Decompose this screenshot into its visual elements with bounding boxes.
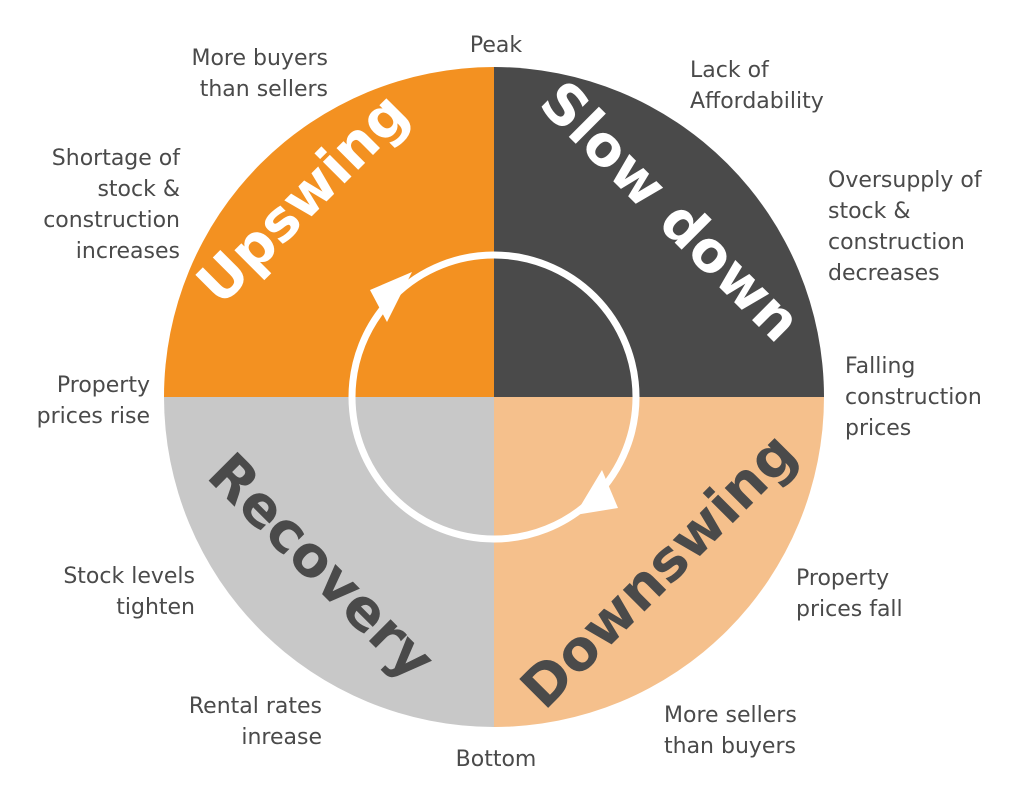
note-prices-rise: Property prices rise: [37, 373, 150, 429]
note-shortage-of-stock: Shortage of stock & construction increases: [43, 146, 181, 264]
note-stock-levels-tighten: Stock levels tighten: [63, 564, 195, 620]
bottom-label: Bottom: [456, 747, 537, 772]
note-line: construction: [43, 208, 180, 233]
cycle-arrow-head-lower: [575, 470, 618, 515]
note-lack-of-affordability: Lack of Affordability: [690, 58, 824, 114]
note-line: Property: [57, 373, 150, 398]
upswing-quadrant: [164, 67, 494, 397]
cycle-arrow-head-upper: [370, 272, 412, 322]
recovery-quadrant: [164, 397, 494, 727]
note-line: prices fall: [796, 597, 903, 622]
note-line: prices: [845, 416, 911, 441]
note-line: increases: [76, 239, 180, 264]
note-line: Property: [796, 566, 889, 591]
note-line: Affordability: [690, 89, 824, 114]
note-line: Shortage of: [52, 146, 181, 171]
note-line: stock &: [97, 177, 180, 202]
note-prices-fall: Property prices fall: [796, 566, 903, 622]
note-line: Stock levels: [63, 564, 195, 589]
cycle-ring: [348, 251, 640, 543]
note-oversupply-of-stock: Oversupply of stock & construction decrease…: [828, 168, 983, 286]
note-line: construction: [845, 385, 982, 410]
note-line: than buyers: [664, 734, 796, 759]
note-rental-rates: Rental rates inrease: [189, 694, 322, 750]
slowdown-quadrant: [494, 67, 824, 397]
note-more-buyers: More buyers than sellers: [191, 46, 328, 102]
note-line: prices rise: [37, 404, 150, 429]
note-line: stock &: [828, 199, 911, 224]
note-line: Rental rates: [189, 694, 322, 719]
note-more-sellers: More sellers than buyers: [664, 703, 797, 759]
note-line: More buyers: [191, 46, 328, 71]
note-line: decreases: [828, 261, 940, 286]
note-line: Oversupply of: [828, 168, 983, 193]
peak-label: Peak: [470, 33, 522, 58]
note-line: tighten: [116, 595, 195, 620]
note-line: than sellers: [200, 77, 328, 102]
note-line: More sellers: [664, 703, 797, 728]
downswing-quadrant: [494, 397, 824, 727]
note-line: inrease: [241, 725, 322, 750]
note-falling-construction-prices: Falling construction prices: [845, 354, 982, 441]
note-line: Lack of: [690, 58, 770, 83]
note-line: Falling: [845, 354, 915, 379]
note-line: construction: [828, 230, 965, 255]
